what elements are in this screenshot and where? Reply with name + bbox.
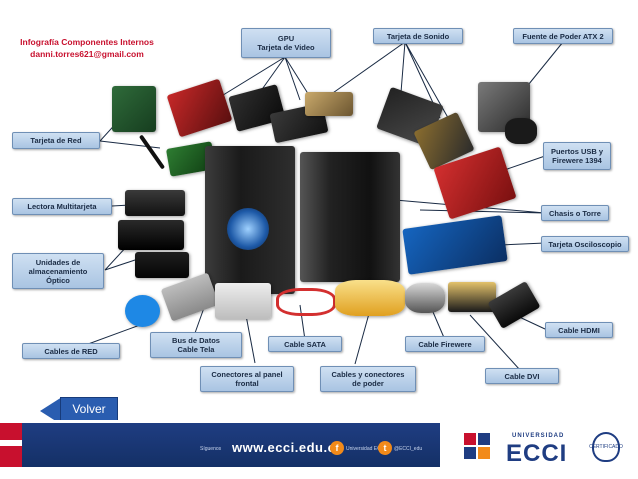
tower-open-image (300, 152, 400, 282)
front-panel-image (215, 283, 271, 319)
optical-drive-image (118, 220, 184, 250)
label-gpu: GPU Tarjeta de Video (241, 28, 331, 58)
label-power-cables: Cables y conectores de poder (320, 366, 416, 392)
footer-accent-divider (0, 440, 22, 446)
label-front-panel: Conectores al panel frontal (200, 366, 294, 392)
label-chassis: Chasis o Torre (541, 205, 609, 221)
optical-drive-2-image (135, 252, 189, 278)
network-card-image (112, 86, 156, 132)
back-button-label: Volver (60, 397, 118, 421)
label-optical-storage: Unidades de almacenamiento Óptico (12, 253, 104, 289)
seal-text: CERTIFICADO (589, 444, 623, 450)
power-cable-image (335, 280, 405, 316)
label-card-reader: Lectora Multitarjeta (12, 198, 112, 215)
facebook-handle: Universidad ECCI (346, 446, 386, 452)
card-reader-image (125, 190, 185, 216)
website-link[interactable]: www.ecci.edu.co (232, 440, 344, 455)
label-dvi-cable: Cable DVI (485, 368, 559, 384)
firewire-cable-image (405, 283, 445, 313)
label-psu: Fuente de Poder ATX 2 (513, 28, 613, 44)
psu-cables-image (505, 118, 537, 144)
twitter-handle: @ECCI_edu (394, 446, 423, 452)
ecci-brand: ECCI (506, 440, 568, 467)
label-firewire-cable: Cable Firewere (405, 336, 485, 352)
credit-email: danni.torres621@gmail.com (30, 49, 144, 59)
twitter-icon[interactable]: t (378, 441, 392, 455)
credit-title: Infografía Componentes Internos (20, 37, 154, 47)
credit-block: Infografía Componentes Internos danni.to… (12, 36, 162, 60)
label-net-cables: Cables de RED (22, 343, 120, 359)
sata-cable-image (276, 288, 336, 316)
dvi-cable-image (448, 282, 496, 312)
label-hdmi-cable: Cable HDMI (545, 322, 613, 338)
label-sata-cable: Cable SATA (268, 336, 342, 352)
ecci-logo-mark-icon (464, 433, 490, 459)
university-text: UNIVERSIDAD (512, 433, 565, 439)
follow-text: Síguenos (200, 446, 222, 452)
label-oscilloscope: Tarjeta Osciloscopio (541, 236, 629, 252)
tower-front-image (205, 146, 295, 294)
footer-bar (0, 423, 440, 467)
label-usb-firewire: Puertos USB y Firewere 1394 (543, 142, 611, 170)
label-ribbon-cable: Bus de Datos Cable Tela (150, 332, 242, 358)
sound-card-image (305, 92, 353, 116)
fan-light-icon (227, 208, 269, 250)
certification-seal-icon: CERTIFICADO (589, 432, 623, 462)
facebook-icon[interactable]: f (330, 441, 344, 455)
net-cables-image (125, 295, 160, 327)
label-network-card: Tarjeta de Red (12, 132, 100, 149)
label-sound-card: Tarjeta de Sonido (373, 28, 463, 44)
back-arrow-icon (40, 397, 62, 425)
